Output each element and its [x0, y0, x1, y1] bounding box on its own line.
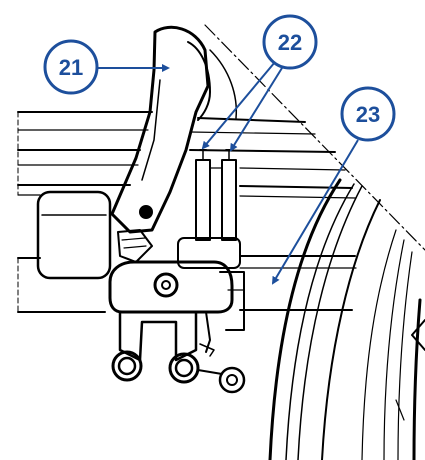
callout-22: 22: [262, 14, 318, 70]
callout-23-label: 23: [356, 102, 380, 127]
leader-23: [271, 139, 359, 285]
callout-21-label: 21: [59, 55, 83, 80]
lever-handle: [110, 25, 238, 263]
callout-23: 23: [340, 86, 396, 142]
clamp-block: [108, 237, 245, 331]
leader-22b: [229, 67, 283, 152]
center-line: [204, 24, 425, 251]
vertical-pins: [195, 149, 237, 241]
lower-rail: [17, 255, 357, 313]
lower-linkage: [111, 310, 246, 394]
drum-arcs: [268, 178, 425, 460]
upper-rail: [17, 111, 357, 199]
mechanism-line-art: [17, 24, 425, 460]
left-housing: [36, 190, 112, 280]
callout-leaders: [97, 61, 359, 285]
callout-22-label: 22: [278, 30, 302, 55]
callout-21: 21: [43, 39, 99, 95]
leader-22a: [201, 61, 276, 150]
